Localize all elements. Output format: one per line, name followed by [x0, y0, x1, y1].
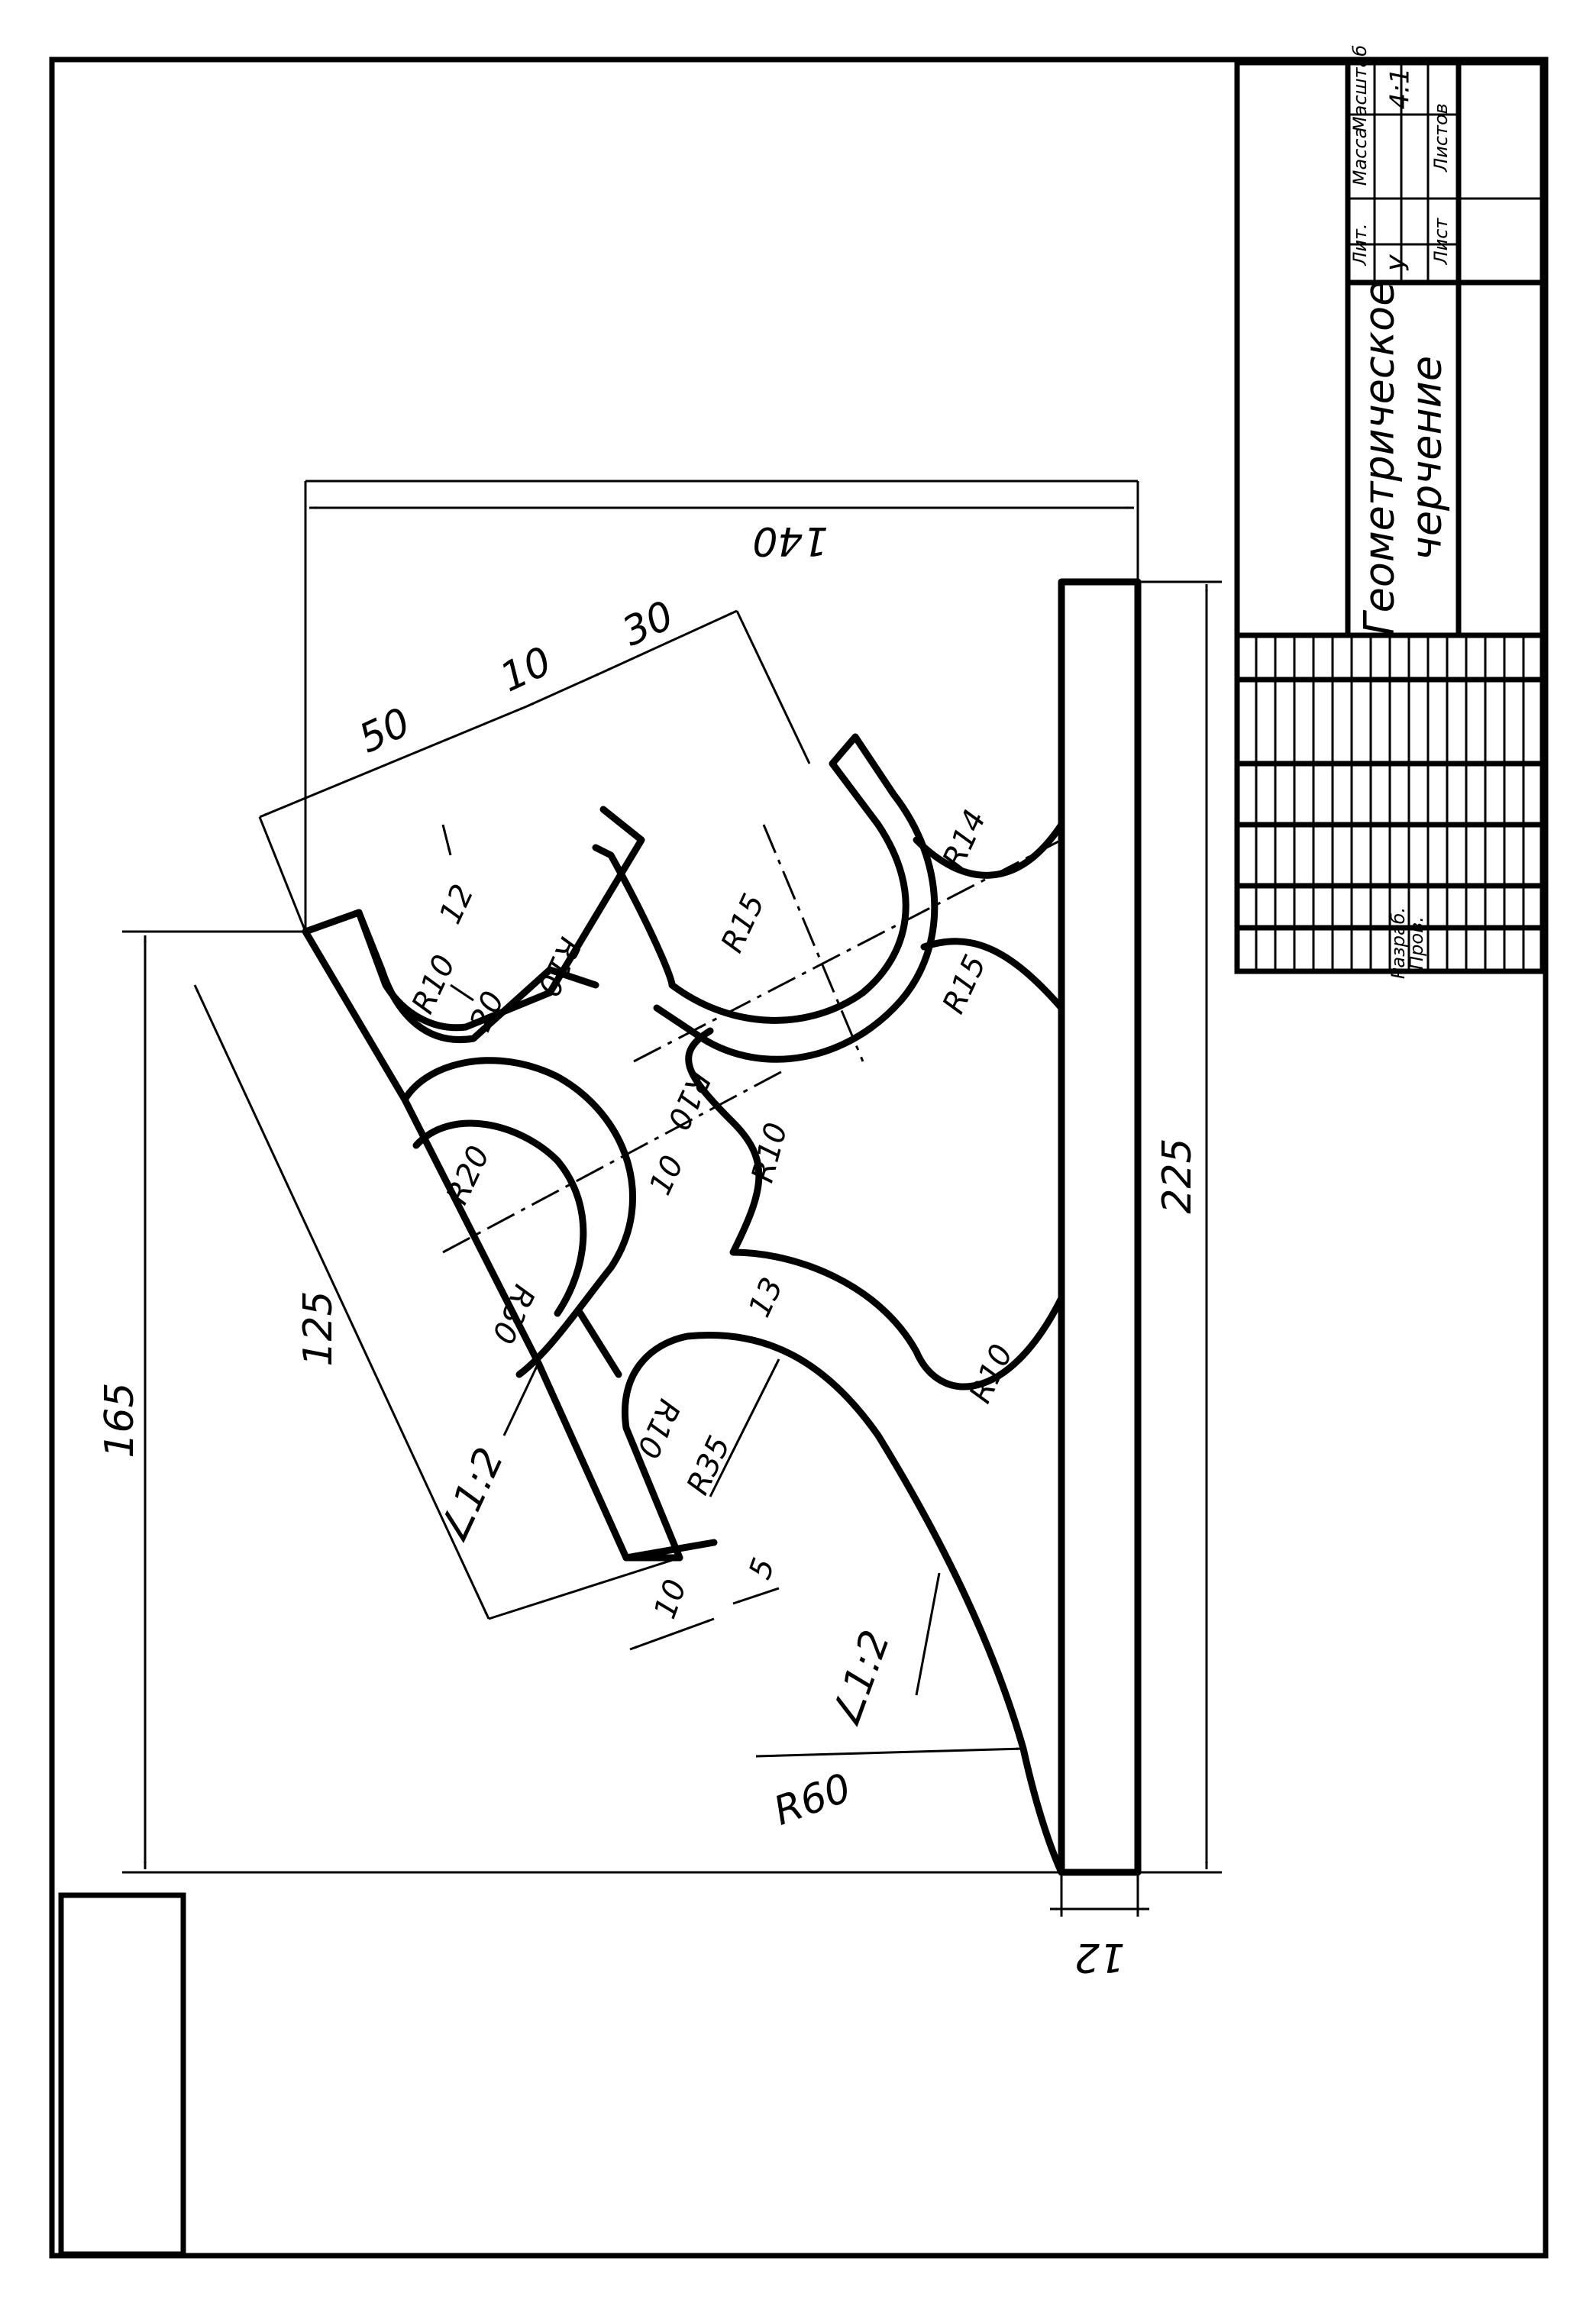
taper-2: ∠1:2 — [822, 1624, 900, 1733]
dim-5: 5 — [742, 1553, 782, 1584]
lit-value: У — [1385, 254, 1416, 271]
dim-225: 225 — [1155, 1138, 1200, 1213]
dim-50: 50 — [352, 699, 417, 762]
dim-10-mid: 10 — [643, 1150, 691, 1200]
dim-125: 125 — [296, 1290, 341, 1366]
lower-hook — [622, 1332, 1065, 1876]
u-slot — [592, 733, 939, 1063]
lower-hook-inner — [577, 1310, 622, 1378]
scale-value: 4:1 — [1385, 68, 1416, 110]
checker-label: Пров. — [1406, 916, 1427, 970]
radius-r15-a: R15 — [715, 889, 772, 958]
centerline-r15-vert — [762, 824, 864, 1062]
corner-stamp-box — [58, 1892, 186, 2257]
centerline-r20 — [442, 1068, 787, 1254]
header-lit: Лит. — [1349, 223, 1371, 266]
right-lobes — [685, 821, 1065, 1391]
dim-13: 13 — [742, 1272, 790, 1323]
dim-12-small: 12 — [433, 879, 481, 929]
radius-r35: R35 — [680, 1431, 738, 1500]
dim-10-bottom: 10 — [648, 1575, 694, 1624]
radius-r10-a: R10 — [405, 950, 463, 1019]
dim-165: 165 — [97, 1382, 143, 1458]
dim-12: 12 — [1074, 1934, 1125, 1980]
dimension-texts: 140 225 165 125 12 50 10 30 12 20 10 13 … — [97, 518, 1200, 1980]
radius-r10-b: R10 — [530, 932, 587, 1001]
sheet-label: Лист — [1430, 218, 1452, 266]
taper-1: ∠1:2 — [430, 1441, 513, 1550]
radius-r10-e: R10 — [963, 1339, 1020, 1409]
title-block: Геометрическое черчение Лит. Масса Масшт… — [1234, 45, 1546, 979]
left-pocket — [355, 806, 645, 1032]
base-plate — [1058, 578, 1142, 1876]
dim-10-top: 10 — [493, 638, 558, 701]
radius-r60: R60 — [768, 1765, 858, 1834]
radius-r10-d: R10 — [745, 1119, 795, 1187]
dimension-lines — [122, 480, 1222, 1917]
sheets-label: Листов — [1430, 103, 1452, 173]
radius-r30: R30 — [484, 1279, 541, 1349]
radius-r14: R14 — [936, 805, 993, 874]
sheet-frame — [49, 57, 1549, 2259]
developer-label: Разраб. — [1388, 907, 1409, 979]
radius-r10-c: R10 — [660, 1065, 717, 1135]
centerline-r15 — [633, 838, 1062, 1063]
radius-r15-b: R15 — [936, 950, 993, 1019]
header-scale: Масштаб — [1349, 45, 1371, 132]
dim-30: 30 — [615, 593, 680, 655]
dim-140: 140 — [752, 518, 828, 564]
title-line1: Геометрическое — [1355, 281, 1404, 636]
header-mass: Масса — [1349, 128, 1371, 186]
radius-r20: R20 — [440, 1141, 497, 1210]
part-outline — [302, 578, 1142, 1876]
title-line2: черчение — [1403, 356, 1451, 560]
